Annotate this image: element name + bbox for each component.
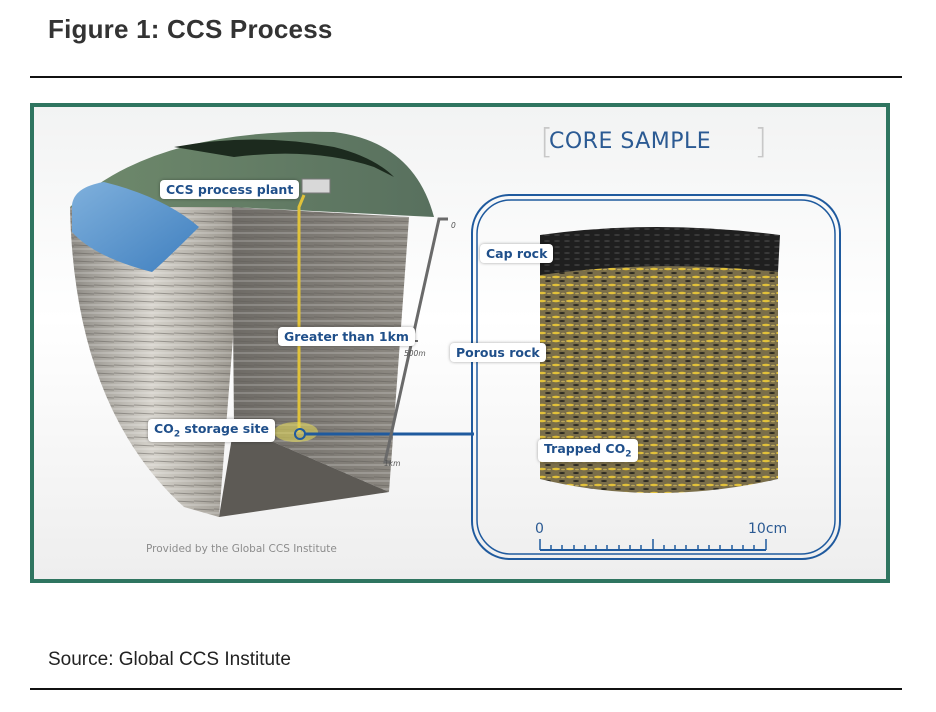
depth-label-1km: 1km bbox=[384, 459, 401, 468]
label-porous-rock: Porous rock bbox=[450, 343, 546, 362]
core-scale-start: 0 bbox=[535, 521, 544, 537]
core-scale-ticks bbox=[539, 539, 767, 550]
co2-injection-pipe bbox=[297, 194, 306, 432]
forest bbox=[174, 139, 394, 177]
water-body bbox=[72, 182, 199, 272]
rock-cut-face-front bbox=[219, 425, 389, 517]
image-credit: Provided by the Global CCS Institute bbox=[146, 543, 337, 555]
core-frame-inner bbox=[476, 199, 836, 555]
rock-cut-face-strata bbox=[232, 207, 409, 492]
figure-title: Figure 1: CCS Process bbox=[48, 14, 333, 44]
label-trapped-prefix: Trapped CO bbox=[544, 441, 626, 456]
label-co2-prefix: CO bbox=[154, 421, 174, 436]
top-divider bbox=[30, 76, 902, 78]
core-sample-title: CORE SAMPLE bbox=[549, 129, 712, 154]
label-co2-suffix: storage site bbox=[180, 421, 269, 436]
core-scale-end: 10cm bbox=[748, 521, 788, 537]
process-plant-building bbox=[301, 178, 331, 194]
ccs-illustration: CCS process plant Greater than 1km CO2 s… bbox=[30, 103, 890, 583]
label-ccs-process-plant: CCS process plant bbox=[160, 180, 300, 199]
core-title-bracket-open: [ bbox=[540, 122, 554, 162]
label-depth: Greater than 1km bbox=[278, 327, 415, 346]
label-co2-subscript: 2 bbox=[173, 429, 181, 440]
depth-label-0: 0 bbox=[451, 221, 456, 230]
core-cap-rock bbox=[540, 227, 780, 275]
label-trapped-subscript: 2 bbox=[625, 449, 632, 460]
label-trapped-co2: Trapped CO2 bbox=[538, 439, 638, 462]
core-frame-outer bbox=[471, 194, 841, 560]
bottom-divider bbox=[30, 688, 902, 690]
depth-label-500m: 500m bbox=[404, 349, 426, 358]
core-title-bracket-close: ] bbox=[754, 122, 768, 162]
label-cap-rock: Cap rock bbox=[480, 244, 554, 263]
label-co2-storage-site: CO2 storage site bbox=[148, 419, 275, 442]
figure-source: Source: Global CCS Institute bbox=[48, 649, 291, 670]
core-porous-rock bbox=[540, 262, 778, 493]
